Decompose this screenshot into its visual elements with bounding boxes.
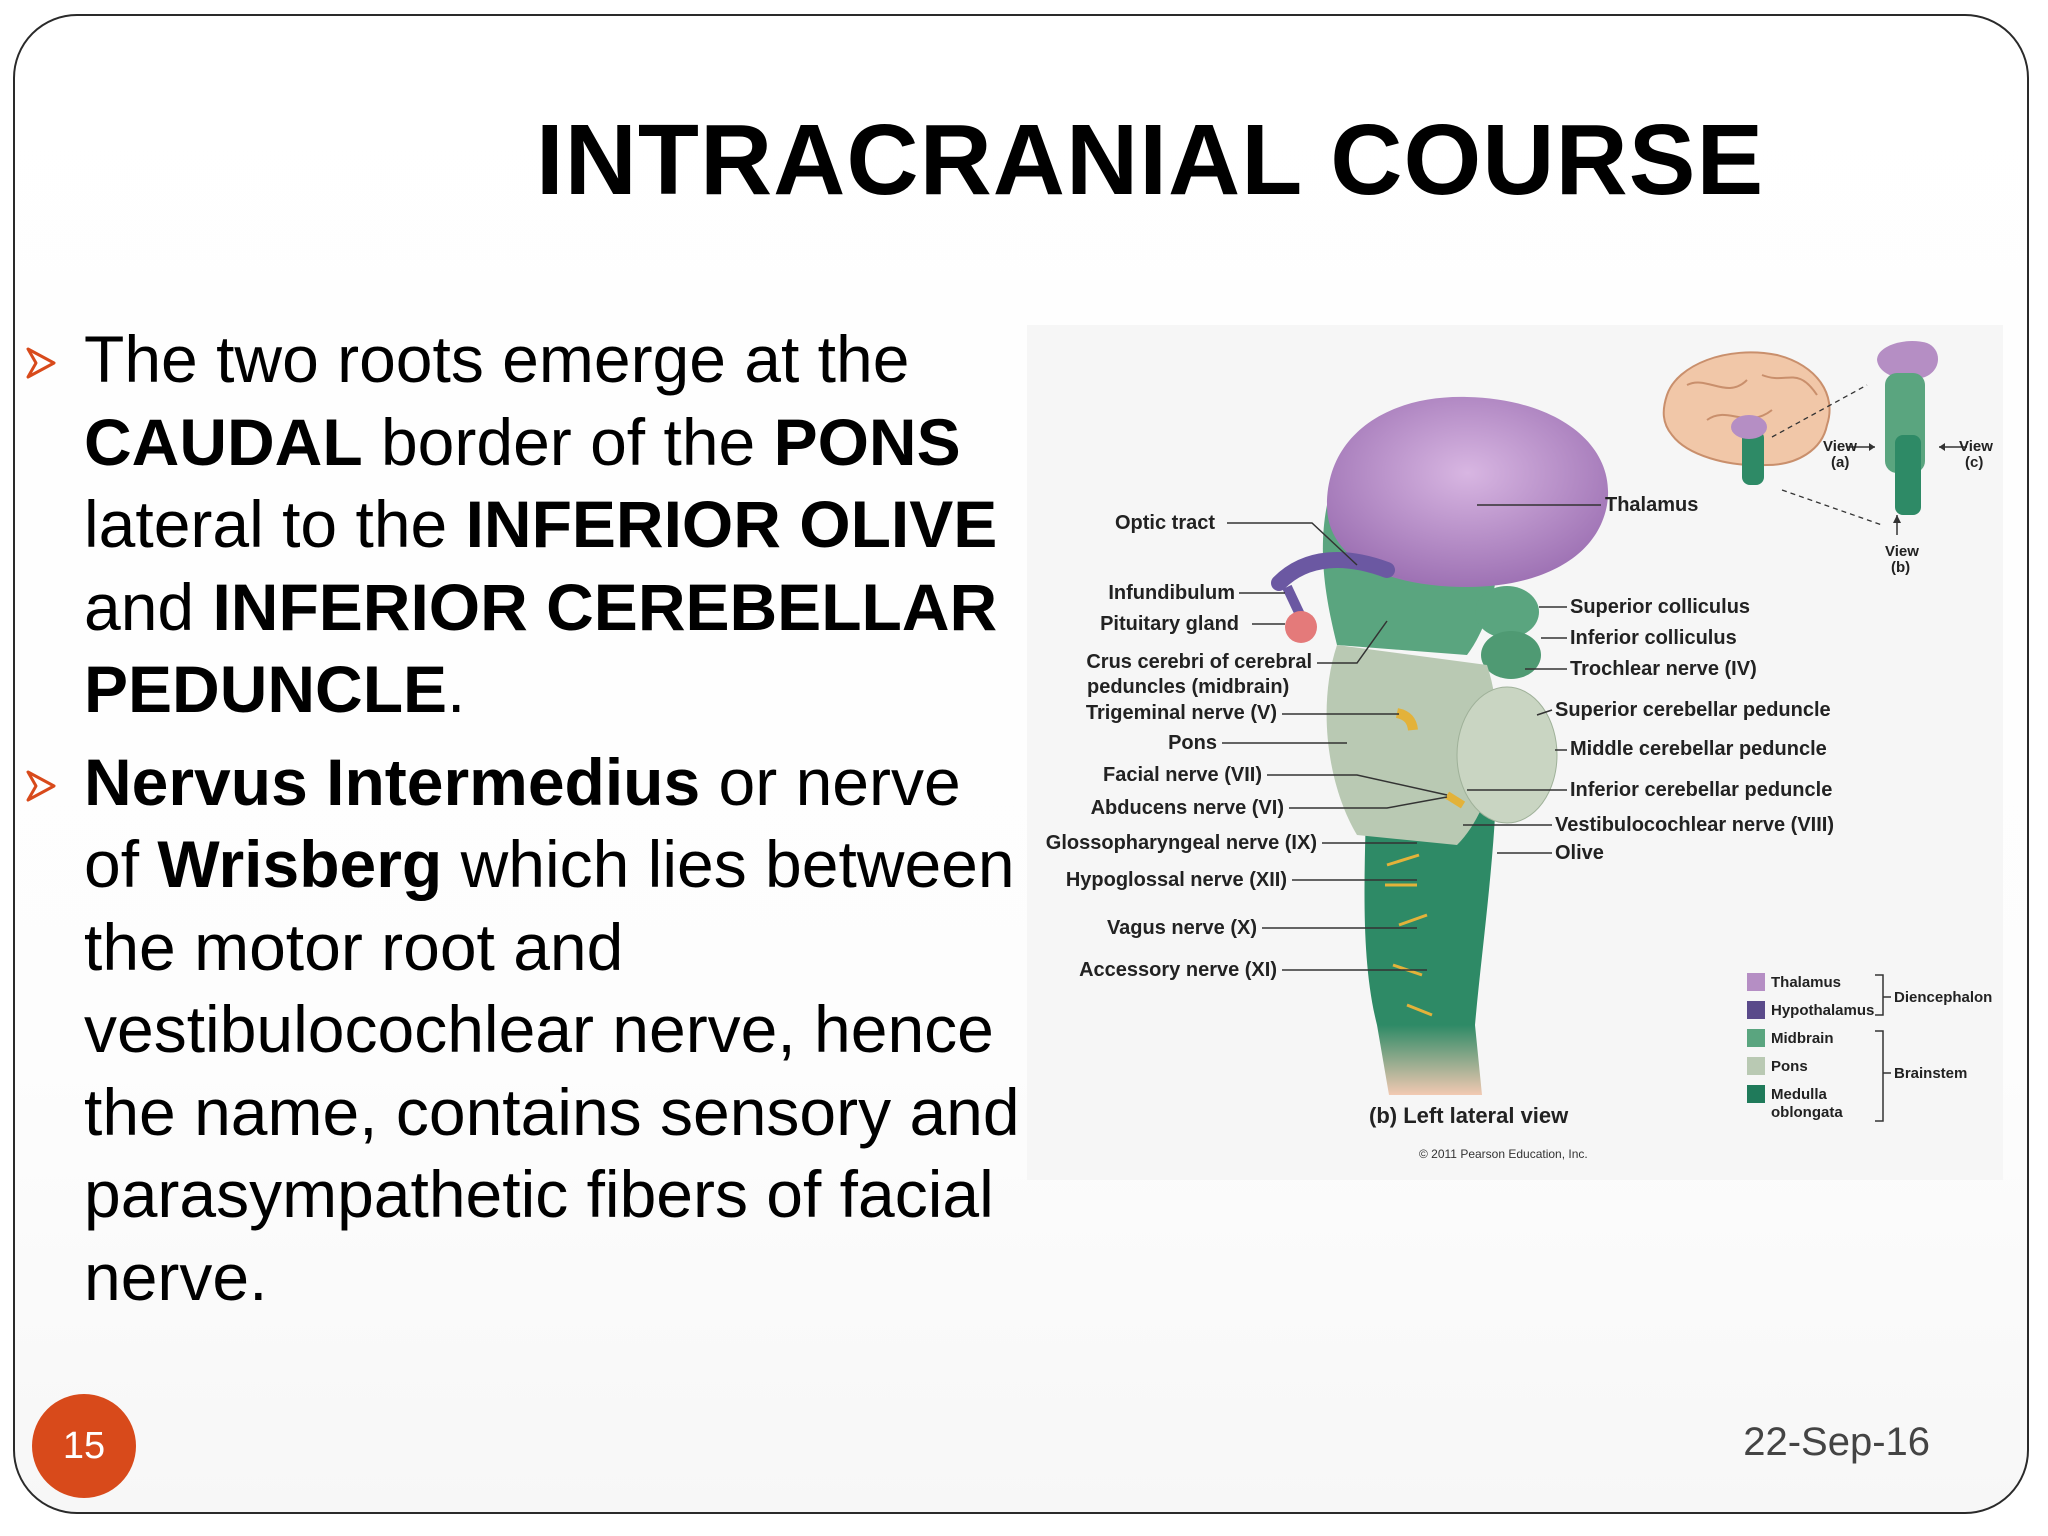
crus-leader [1317, 620, 1388, 664]
label-vestibulo: Vestibulocochlear nerve (VIII) [1555, 814, 1834, 836]
legend-swatch-pons [1747, 1057, 1765, 1075]
label-inf-ped: Inferior cerebellar peduncle [1570, 779, 1832, 801]
slide-date: 22-Sep-16 [1743, 1420, 1930, 1464]
abducens-leader [1289, 796, 1448, 809]
bullet-run: lateral to the [84, 487, 466, 561]
figure-copyright: © 2011 Pearson Education, Inc. [1419, 1147, 1588, 1161]
label-vagus: Vagus nerve (X) [1107, 917, 1257, 939]
legend-swatch-medulla [1747, 1085, 1765, 1103]
legend-label-midbrain: Midbrain [1771, 1030, 1834, 1047]
bullet-run-bold: INFERIOR OLIVE [465, 487, 998, 561]
pituitary-shape [1285, 611, 1317, 643]
label-view-c-2: (c) [1965, 454, 1983, 471]
label-view-b-1: View [1885, 543, 1919, 560]
bullet-run: which lies between the motor root and ve… [84, 827, 1020, 1314]
facial-leader [1267, 774, 1448, 796]
brainstem-illustration: Optic tract Infundibulum Pituitary gland… [1046, 340, 1993, 1161]
legend-label-pons: Pons [1771, 1058, 1808, 1075]
bullet-run-bold: CAUDAL [84, 404, 363, 479]
inset-brain [1662, 340, 1967, 535]
legend-swatch-thalamus [1747, 973, 1765, 991]
label-crus-2: peduncles (midbrain) [1087, 676, 1289, 698]
label-glosso: Glossopharyngeal nerve (IX) [1046, 832, 1317, 854]
inferior-colliculus-shape [1481, 631, 1541, 679]
label-view-b-2: (b) [1891, 559, 1910, 576]
label-inf-coll: Inferior colliculus [1570, 627, 1737, 649]
thalamus-shape [1327, 396, 1609, 587]
arrow-bullet-icon [26, 347, 56, 379]
label-crus-1: Crus cerebri of cerebral [1086, 651, 1312, 673]
legend-label-oblongata: oblongata [1771, 1104, 1843, 1121]
label-facial: Facial nerve (VII) [1103, 764, 1262, 786]
bullet-run: and [84, 569, 213, 644]
legend-label-hypothalamus: Hypothalamus [1771, 1002, 1874, 1019]
bullet-run-bold: INFERIOR CEREBELLAR PEDUNCLE [84, 569, 998, 727]
legend-group-brainstem: Brainstem [1894, 1065, 1967, 1082]
bullet-run: border of the [362, 404, 774, 479]
label-olive: Olive [1555, 842, 1604, 864]
optic-tract-leader [1227, 522, 1358, 566]
facial-nerve-shape [1444, 791, 1466, 809]
bullet-run: . [447, 652, 466, 726]
label-hypoglossal: Hypoglossal nerve (XII) [1066, 869, 1287, 891]
label-trigeminal: Trigeminal nerve (V) [1086, 702, 1277, 724]
trigeminal-nerve-shape [1395, 708, 1418, 731]
label-pituitary: Pituitary gland [1100, 613, 1239, 635]
label-accessory: Accessory nerve (XI) [1079, 959, 1277, 981]
label-pons: Pons [1168, 732, 1217, 754]
cerebellar-peduncle-cut [1456, 686, 1558, 824]
superior-colliculus-shape [1475, 586, 1539, 638]
label-optic-tract: Optic tract [1115, 512, 1215, 534]
legend-label-thalamus: Thalamus [1771, 974, 1841, 991]
bullet-list: The two roots emerge at the CAUDAL borde… [22, 318, 1032, 1328]
bullet-run: or nerve of [84, 744, 961, 902]
label-view-c-1: View [1959, 438, 1993, 455]
label-infundibulum: Infundibulum [1108, 582, 1235, 604]
sup-ped-leader [1536, 709, 1553, 716]
legend-label-medulla: Medulla [1771, 1086, 1827, 1103]
bullet-run: The two roots emerge at the [84, 322, 910, 396]
optic-tract-shape [1271, 552, 1395, 591]
bullet-run-bold: Wrisberg [157, 827, 443, 901]
brainstem-figure: Optic tract Infundibulum Pituitary gland… [1027, 325, 2003, 1180]
label-trochlear: Trochlear nerve (IV) [1570, 658, 1757, 680]
legend-group-diencephalon: Diencephalon [1894, 989, 1992, 1006]
slide-title: INTRACRANIAL COURSE [535, 104, 1765, 216]
label-view-a-2: (a) [1831, 454, 1849, 471]
label-sup-ped: Superior cerebellar peduncle [1555, 699, 1831, 721]
figure-caption: (b) Left lateral view [1369, 1103, 1569, 1128]
slide-number-badge: 15 [32, 1394, 136, 1498]
label-view-a-1: View [1823, 438, 1857, 455]
bullet-run-bold: PONS [773, 404, 961, 479]
bullet-run-bold: Nervus Intermedius [84, 744, 701, 819]
arrow-bullet-icon [26, 770, 56, 801]
label-mid-ped: Middle cerebellar peduncle [1570, 738, 1827, 760]
legend [1747, 973, 1891, 1122]
cranial-nerve-rootlets [1385, 853, 1433, 1017]
legend-swatch-hypothalamus [1747, 1001, 1765, 1019]
label-thalamus: Thalamus [1605, 494, 1698, 516]
legend-swatch-midbrain [1747, 1029, 1765, 1047]
label-abducens: Abducens nerve (VI) [1091, 797, 1284, 819]
bullet-item-1: The two roots emerge at the CAUDAL borde… [22, 318, 1032, 731]
bullet-item-2: Nervus Intermedius or nerve of Wrisberg … [22, 741, 1032, 1319]
label-sup-coll: Superior colliculus [1570, 596, 1750, 618]
